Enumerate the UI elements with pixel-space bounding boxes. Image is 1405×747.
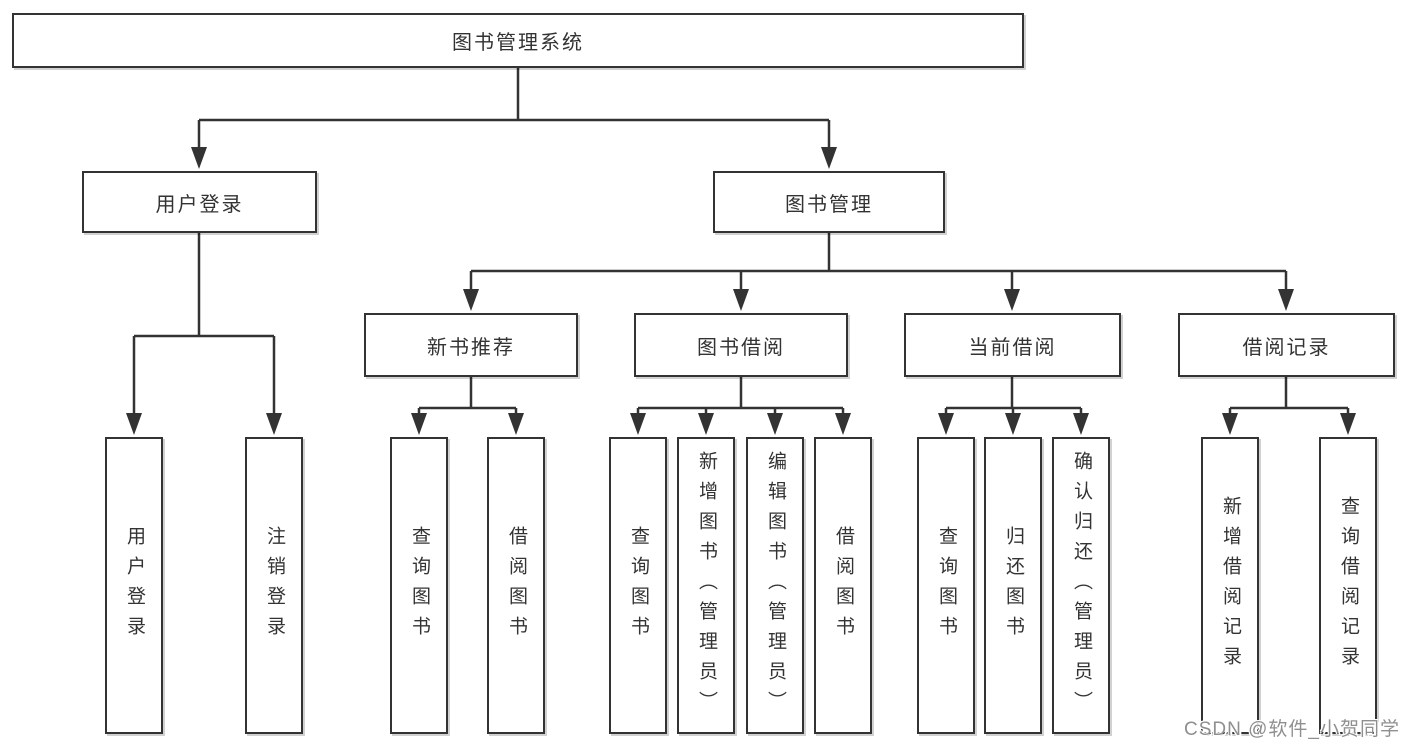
- leaf-add-books-admin-label: 新增图书（管理员）: [695, 450, 717, 721]
- leaf-confirm-return-admin-label: 确认归还（管理员）: [1070, 450, 1092, 721]
- leaf-query-borrowing-record-label: 查询借阅记录: [1337, 495, 1359, 676]
- leaf-return-books: 归还图书: [984, 437, 1042, 734]
- node-user-login-label: 用户登录: [155, 193, 244, 216]
- node-root-label: 图书管理系统: [452, 32, 584, 54]
- leaf-logout-label: 注销登录: [263, 525, 285, 646]
- arrow-down-icons: [126, 147, 1356, 435]
- leaf-edit-books-admin: 编辑图书（管理员）: [746, 437, 804, 734]
- leaf-borrow-books-recommend: 借阅图书: [487, 437, 545, 734]
- leaf-borrow-books-label: 借阅图书: [832, 525, 854, 646]
- leaf-borrow-books: 借阅图书: [814, 437, 872, 734]
- node-book-borrowing: 图书借阅: [634, 313, 848, 377]
- leaf-user-login: 用户登录: [105, 437, 163, 734]
- node-borrowing-records-label: 借阅记录: [1242, 336, 1331, 359]
- leaf-return-books-label: 归还图书: [1002, 525, 1024, 646]
- watermark: CSDN @软件_小贺同学: [1184, 719, 1400, 740]
- leaf-logout: 注销登录: [245, 437, 303, 734]
- leaf-edit-books-admin-label: 编辑图书（管理员）: [764, 450, 786, 721]
- node-new-book-recommendation: 新书推荐: [364, 313, 578, 377]
- node-new-book-recommendation-label: 新书推荐: [427, 336, 515, 359]
- node-user-login: 用户登录: [82, 171, 317, 233]
- leaf-query-books-current-label: 查询图书: [935, 525, 957, 646]
- leaf-query-books-current: 查询图书: [917, 437, 975, 734]
- leaf-query-books-borrowing: 查询图书: [609, 437, 667, 734]
- leaf-add-borrowing-record-label: 新增借阅记录: [1219, 495, 1241, 676]
- leaf-add-books-admin: 新增图书（管理员）: [677, 437, 735, 734]
- node-book-management-label: 图书管理: [785, 193, 873, 216]
- leaf-add-borrowing-record: 新增借阅记录: [1201, 437, 1259, 734]
- leaf-borrow-books-recommend-label: 借阅图书: [505, 525, 527, 646]
- leaf-query-books-recommend: 查询图书: [390, 437, 448, 734]
- node-book-borrowing-label: 图书借阅: [697, 336, 785, 359]
- leaf-query-books-borrowing-label: 查询图书: [627, 525, 649, 646]
- node-root: 图书管理系统: [12, 13, 1024, 68]
- node-current-borrowing-label: 当前借阅: [968, 336, 1057, 359]
- node-book-management: 图书管理: [713, 171, 945, 233]
- leaf-query-borrowing-record: 查询借阅记录: [1319, 437, 1377, 734]
- node-borrowing-records: 借阅记录: [1178, 313, 1395, 377]
- node-current-borrowing: 当前借阅: [904, 313, 1121, 377]
- leaf-query-books-recommend-label: 查询图书: [408, 525, 430, 646]
- leaf-confirm-return-admin: 确认归还（管理员）: [1052, 437, 1110, 734]
- leaf-user-login-label: 用户登录: [123, 525, 145, 646]
